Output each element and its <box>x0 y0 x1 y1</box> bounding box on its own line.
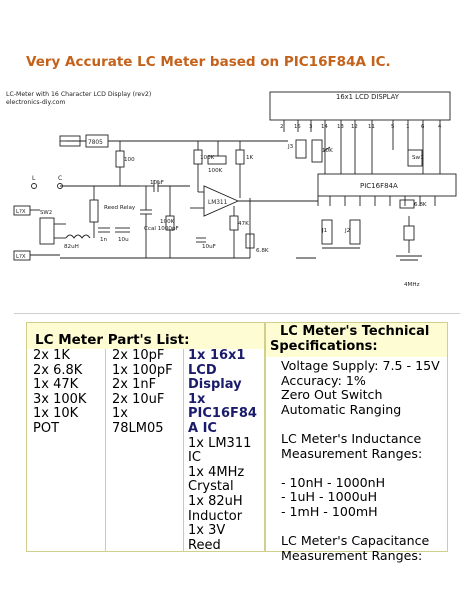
part-item-bold: PIC16F84 <box>188 406 257 422</box>
spec-inductance-heading-2: Measurement Ranges: <box>281 445 423 461</box>
specifications-title: LC Meter's Technical Specifications: <box>270 324 430 354</box>
part-item: IC <box>188 450 201 466</box>
inductor-label: 82uH <box>64 244 79 250</box>
r100-label: 100 <box>124 157 135 163</box>
part-item: 2x 10uF <box>112 391 165 407</box>
part-item-bold: A IC <box>188 420 217 436</box>
page-title: Very Accurate LC Meter based on PIC16F84… <box>26 54 391 70</box>
spec-capacitance-heading-2: Measurement Ranges: <box>281 547 423 563</box>
part-item: 1x LM311 <box>188 435 252 451</box>
r100k-a-label: 100K <box>200 155 215 161</box>
schematic-caption-line1: LC-Meter with 16 Character LCD Display (… <box>6 91 151 98</box>
sw2-label: SW2 <box>40 210 52 216</box>
part-item: 1x 100pF <box>112 362 173 378</box>
parts-list-header: LC Meter Part's List: <box>27 323 264 349</box>
j2-label: J2 <box>344 228 350 234</box>
c-terminal-label: C <box>58 175 62 182</box>
schematic-caption-line2: electronics-diy.com <box>6 99 65 106</box>
r100k-b-label: 100K <box>208 168 223 174</box>
opamp-label: LM311 <box>208 200 228 206</box>
part-item: 2x 10pF <box>112 348 165 363</box>
reed-relay-label: Reed Relay <box>104 205 136 211</box>
spec-range-item: - 10nH - 1000nH <box>281 474 386 490</box>
part-item: 2x 1K <box>33 348 70 363</box>
r68k-label: 6.8K <box>256 248 269 254</box>
spec-voltage: Voltage Supply: 7.5 - 15V <box>281 358 440 373</box>
lcd-pin-15: 15 <box>294 124 301 130</box>
spec-inductance-heading: LC Meter's Inductance <box>281 430 422 446</box>
part-item: Crystal <box>188 479 234 495</box>
spec-range-item: - 1mH - 100mH <box>281 503 378 519</box>
part-item: 1x <box>112 406 128 422</box>
spec-auto-ranging: Automatic Ranging <box>281 401 402 417</box>
crystal-label: 4MHz <box>404 282 420 288</box>
part-item: 78LM05 <box>112 420 164 436</box>
specifications-body: Voltage Supply: 7.5 - 15V Accuracy: 1% Z… <box>281 358 440 563</box>
c10uf-b-label: 10uF <box>202 244 216 250</box>
part-item: Inductor <box>188 508 243 524</box>
parts-list-title: LC Meter Part's List: <box>35 332 190 348</box>
section-divider <box>14 313 460 314</box>
part-item: Reed <box>188 537 221 553</box>
spec-capacitance-heading: LC Meter's Capacitance <box>281 533 430 549</box>
lcd-pin-4: 4 <box>438 124 442 130</box>
sw1-label: Sw1 <box>412 155 424 161</box>
r68k-b-label: 6.8K <box>414 202 427 208</box>
specifications-header: LC Meter's Technical Specifications: <box>266 323 447 357</box>
spec-zero-switch: Zero Out Switch <box>281 387 383 403</box>
part-item: 2x 1nF <box>112 377 157 393</box>
part-item: 1x 82uH <box>188 493 243 509</box>
part-item: 1x 47K <box>33 377 79 393</box>
lcd-pin-11: 11 <box>368 124 375 130</box>
lcd-pin-5: 5 <box>391 124 394 130</box>
lx-label: L?X <box>16 209 26 215</box>
part-item-bold: LCD <box>188 362 217 378</box>
r1k-label: 1K <box>246 155 254 161</box>
part-item-bold: 1x <box>188 391 206 407</box>
specifications-title-line2: Specifications: <box>270 339 378 354</box>
part-item: 1x 3V <box>188 523 226 539</box>
lcd-pin-3: 3 <box>309 124 312 130</box>
regulator-label: 7805 <box>88 140 103 146</box>
spec-accuracy: Accuracy: 1% <box>281 372 366 388</box>
lcd-pin-6: 6 <box>421 124 425 130</box>
ccal-label: Ccal 1000pF <box>144 226 179 232</box>
specifications-table: LC Meter's Technical Specifications: Vol… <box>265 322 448 562</box>
parts-column-ics: 1x 16x1 LCD Display 1x PIC16F84 A IC 1x … <box>184 348 264 553</box>
part-item: 3x 100K <box>33 391 87 407</box>
part-item: 1x 10K <box>33 406 79 422</box>
lcd-display-label: 16x1 LCD DISPLAY <box>336 93 400 101</box>
r100k-c-label: 100K <box>160 219 175 225</box>
specifications-title-line1: LC Meter's Technical <box>280 324 430 339</box>
mcu-label: PIC16F84A <box>360 182 398 190</box>
c10uf-label: 10uF <box>150 180 164 186</box>
pot-label: 10K <box>322 148 333 154</box>
part-item: 1x 4MHz <box>188 464 245 480</box>
lcd-pin-2: 2 <box>280 124 283 130</box>
lcd-pin-1: 1 <box>406 124 409 130</box>
part-item-bold: 1x 16x1 <box>188 348 246 363</box>
spec-range-item: - 1uH - 1000uH <box>281 489 378 505</box>
cap-10u-label: 10u <box>118 237 129 243</box>
part-item-bold: Display <box>188 377 242 393</box>
parts-list-table: LC Meter Part's List: 2x 1K 2x 6.8K 1x 4… <box>26 322 265 552</box>
r47k-label: 47K <box>238 221 249 227</box>
circuit-schematic: LC-Meter with 16 Character LCD Display (… <box>6 91 457 288</box>
lx2-label: L?X <box>16 254 26 260</box>
lcd-pin-14: 14 <box>321 124 328 130</box>
lcd-pin-13: 13 <box>337 124 344 130</box>
parts-column-resistors: 2x 1K 2x 6.8K 1x 47K 3x 100K 1x 10K POT <box>27 348 106 551</box>
cap-1n-label: 1n <box>100 237 108 243</box>
j3-label: J3 <box>287 144 294 150</box>
part-item: 2x 6.8K <box>33 362 83 378</box>
lcd-pin-12: 12 <box>351 124 358 130</box>
part-item: POT <box>33 420 60 436</box>
l-terminal-label: L <box>32 175 36 182</box>
j1-label: J1 <box>321 228 328 234</box>
parts-column-capacitors: 2x 10pF 1x 100pF 2x 1nF 2x 10uF 1x 78LM0… <box>106 348 184 551</box>
